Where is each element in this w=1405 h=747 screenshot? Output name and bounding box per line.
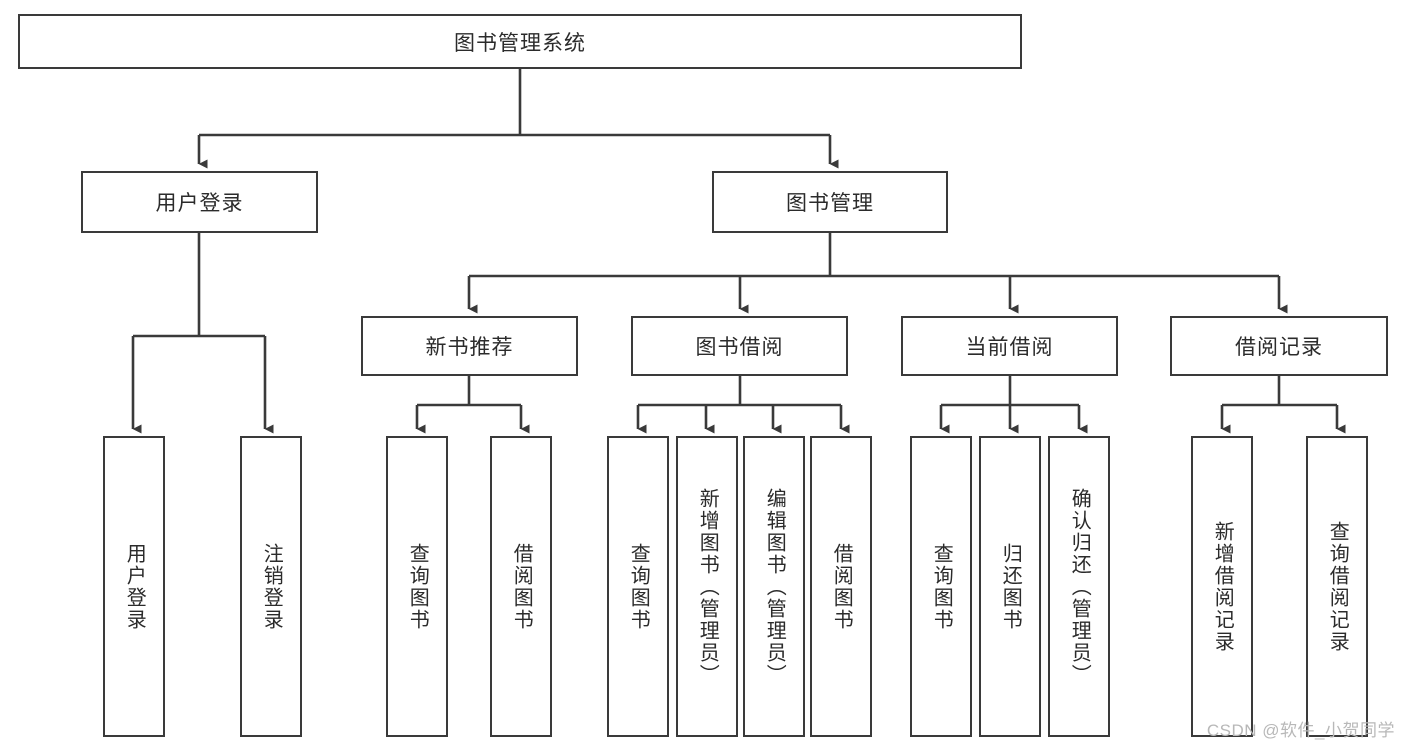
leaf-new-book-borrow-book[interactable]: 借阅图书 xyxy=(490,436,552,737)
node-root[interactable]: 图书管理系统 xyxy=(18,14,1022,69)
node-new-book-recommend[interactable]: 新书推荐 xyxy=(361,316,578,376)
leaf-current-borrow-confirm-return-admin[interactable]: 确认归还（管理员） xyxy=(1048,436,1110,737)
leaf-label: 归还图书 xyxy=(999,542,1022,631)
node-new-book-recommend-label: 新书推荐 xyxy=(425,336,514,359)
node-book-borrow[interactable]: 图书借阅 xyxy=(631,316,848,376)
leaf-label: 查询图书 xyxy=(627,542,650,631)
node-current-borrow[interactable]: 当前借阅 xyxy=(901,316,1118,376)
leaf-label: 确认归还（管理员） xyxy=(1068,487,1091,686)
leaf-label: 查询图书 xyxy=(406,542,429,631)
leaf-borrow-record-query-record[interactable]: 查询借阅记录 xyxy=(1306,436,1368,737)
node-user-login-label: 用户登录 xyxy=(155,192,244,215)
node-current-borrow-label: 当前借阅 xyxy=(965,336,1054,359)
leaf-user-login-logout[interactable]: 注销登录 xyxy=(240,436,302,737)
leaf-label: 借阅图书 xyxy=(830,542,853,631)
node-book-management-label: 图书管理 xyxy=(786,192,874,215)
leaf-label: 新增图书（管理员） xyxy=(696,487,719,686)
node-book-borrow-label: 图书借阅 xyxy=(695,336,784,359)
leaf-label: 编辑图书（管理员） xyxy=(763,487,786,686)
leaf-label: 借阅图书 xyxy=(510,542,533,631)
node-book-management[interactable]: 图书管理 xyxy=(712,171,948,233)
leaf-user-login-login[interactable]: 用户登录 xyxy=(103,436,165,737)
leaf-book-borrow-borrow-book[interactable]: 借阅图书 xyxy=(810,436,872,737)
leaf-current-borrow-query-book[interactable]: 查询图书 xyxy=(910,436,972,737)
leaf-label: 新增借阅记录 xyxy=(1211,520,1234,653)
leaf-book-borrow-add-book-admin[interactable]: 新增图书（管理员） xyxy=(676,436,738,737)
node-root-label: 图书管理系统 xyxy=(454,31,586,55)
leaf-label: 用户登录 xyxy=(123,542,146,631)
leaf-label: 注销登录 xyxy=(260,542,283,631)
leaf-book-borrow-query-book[interactable]: 查询图书 xyxy=(607,436,669,737)
watermark: CSDN @软件_小贺同学 xyxy=(1206,721,1395,740)
node-user-login[interactable]: 用户登录 xyxy=(81,171,318,233)
leaf-book-borrow-edit-book-admin[interactable]: 编辑图书（管理员） xyxy=(743,436,805,737)
node-borrow-record[interactable]: 借阅记录 xyxy=(1170,316,1388,376)
leaf-borrow-record-add-record[interactable]: 新增借阅记录 xyxy=(1191,436,1253,737)
leaf-new-book-query-book[interactable]: 查询图书 xyxy=(386,436,448,737)
node-borrow-record-label: 借阅记录 xyxy=(1235,336,1323,359)
leaf-current-borrow-return-book[interactable]: 归还图书 xyxy=(979,436,1041,737)
leaf-label: 查询借阅记录 xyxy=(1326,520,1349,653)
leaf-label: 查询图书 xyxy=(930,542,953,631)
